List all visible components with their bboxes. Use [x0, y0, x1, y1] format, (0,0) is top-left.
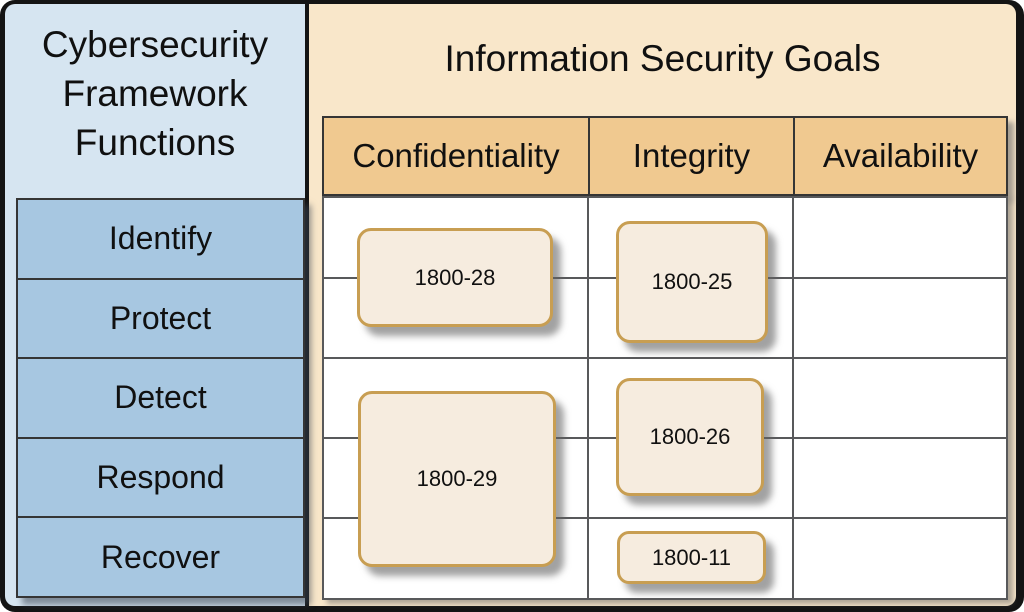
function-row-protect: Protect [18, 277, 303, 358]
function-row-respond: Respond [18, 436, 303, 517]
left-title-line-3: Functions [74, 122, 236, 163]
grid-cell [794, 279, 1006, 357]
right-panel-title: Information Security Goals [444, 38, 881, 79]
ref-box-1800-29: 1800-29 [358, 391, 556, 567]
ref-box-1800-28: 1800-28 [357, 228, 553, 327]
ref-box-1800-25: 1800-25 [616, 221, 768, 343]
grid-cell [794, 198, 1006, 277]
left-title-line-1: Cybersecurity [41, 24, 269, 65]
goal-column-availability: Availability [793, 118, 1006, 194]
framework-functions-table: Identify Protect Detect Respond Recover [16, 198, 305, 598]
goals-header-row: Confidentiality Integrity Availability [322, 116, 1008, 196]
grid-cell [794, 519, 1006, 598]
goal-column-confidentiality: Confidentiality [352, 137, 560, 174]
left-title-line-2: Framework [62, 73, 248, 114]
left-panel-title: Cybersecurity Framework Functions [5, 20, 305, 167]
function-row-detect: Detect [18, 357, 303, 437]
ref-box-1800-11: 1800-11 [617, 531, 766, 584]
goal-column-integrity: Integrity [588, 118, 793, 194]
function-row-recover: Recover [18, 516, 303, 596]
grid-cell [794, 439, 1006, 517]
ref-box-1800-26: 1800-26 [616, 378, 764, 496]
grid-cell [794, 359, 1006, 437]
function-row-identify: Identify [108, 220, 213, 257]
